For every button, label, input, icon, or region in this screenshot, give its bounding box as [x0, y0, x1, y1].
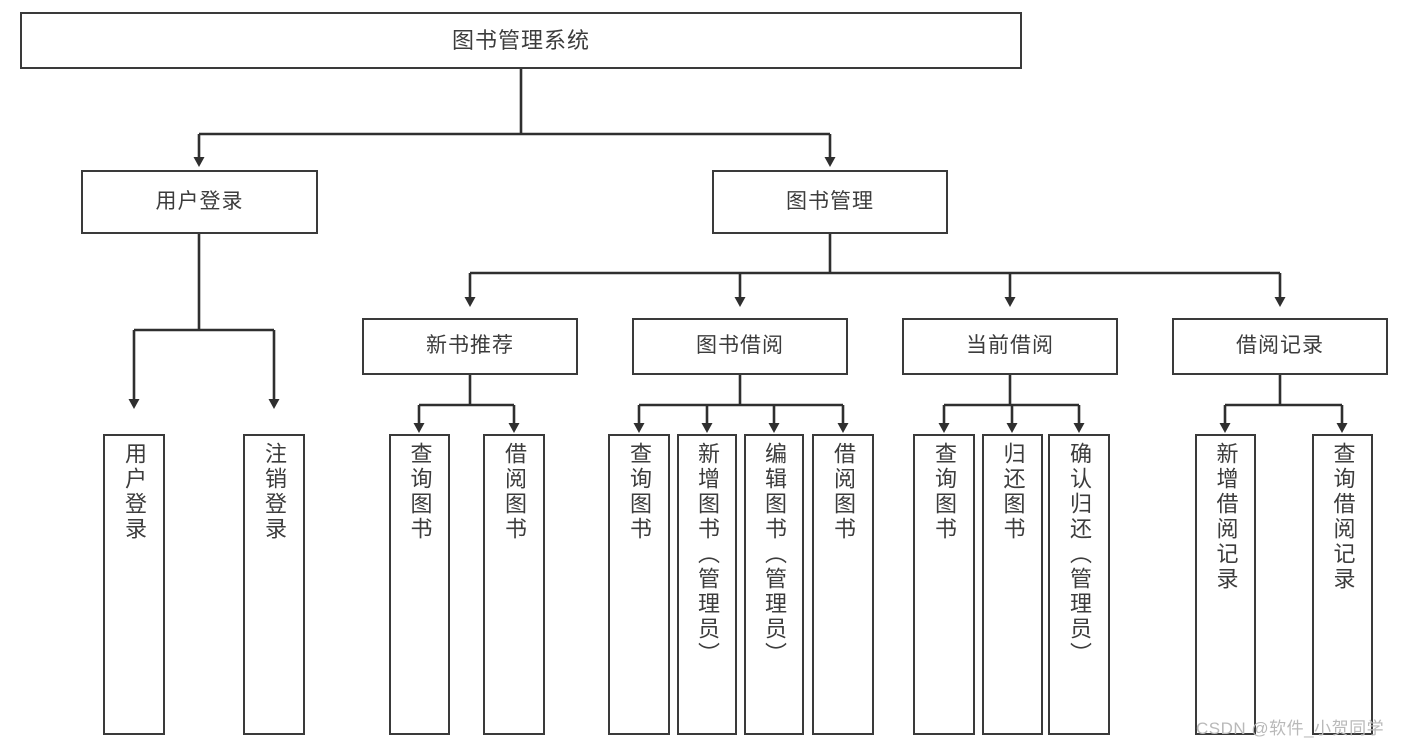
node-label: 归还图书 — [1000, 442, 1026, 542]
node-root-book-management-system[interactable]: 图书管理系统 — [20, 12, 1022, 69]
leaf-node-query-book-borrow[interactable]: 查询图书 — [608, 434, 670, 735]
leaf-node-query-book-recommend[interactable]: 查询图书 — [389, 434, 450, 735]
node-label: 借阅图书 — [831, 442, 856, 542]
leaf-node-query-borrow-record[interactable]: 查询借阅记录 — [1312, 434, 1373, 735]
leaf-node-edit-book-admin[interactable]: 编辑图书（管理员） — [744, 434, 804, 735]
leaf-node-return-book[interactable]: 归还图书 — [982, 434, 1043, 735]
node-label: 编辑图书（管理员） — [762, 442, 787, 667]
leaf-node-add-book-admin[interactable]: 新增图书（管理员） — [677, 434, 737, 735]
node-user-login[interactable]: 用户登录 — [81, 170, 318, 234]
leaf-node-query-book-current[interactable]: 查询图书 — [913, 434, 975, 735]
leaf-node-confirm-return-admin[interactable]: 确认归还（管理员） — [1048, 434, 1110, 735]
node-label: 当前借阅 — [966, 334, 1054, 358]
leaf-node-add-borrow-record[interactable]: 新增借阅记录 — [1195, 434, 1256, 735]
node-label: 新增图书（管理员） — [695, 442, 720, 667]
node-current-borrow[interactable]: 当前借阅 — [902, 318, 1118, 375]
node-label: 用户登录 — [122, 442, 147, 542]
node-label: 借阅记录 — [1236, 334, 1324, 358]
node-label: 注销登录 — [262, 442, 287, 542]
leaf-node-user-logout[interactable]: 注销登录 — [243, 434, 305, 735]
node-label: 查询图书 — [407, 442, 433, 542]
leaf-node-borrow-book-borrow[interactable]: 借阅图书 — [812, 434, 874, 735]
node-label: 图书管理系统 — [451, 27, 590, 53]
node-label: 查询借阅记录 — [1330, 442, 1356, 592]
node-label: 借阅图书 — [502, 442, 527, 542]
node-book-borrow[interactable]: 图书借阅 — [632, 318, 848, 375]
node-label: 查询图书 — [932, 442, 957, 542]
node-label: 查询图书 — [627, 442, 652, 542]
node-book-management[interactable]: 图书管理 — [712, 170, 948, 234]
watermark: CSDN @软件_小贺同学 — [1196, 719, 1385, 738]
node-borrow-record[interactable]: 借阅记录 — [1172, 318, 1388, 375]
node-label: 用户登录 — [155, 189, 244, 213]
leaf-node-borrow-book-recommend[interactable]: 借阅图书 — [483, 434, 545, 735]
node-new-book-recommend[interactable]: 新书推荐 — [362, 318, 578, 375]
leaf-node-user-login[interactable]: 用户登录 — [103, 434, 165, 735]
node-label: 确认归还（管理员） — [1067, 442, 1092, 667]
node-label: 新书推荐 — [426, 334, 514, 358]
node-label: 新增借阅记录 — [1213, 442, 1239, 592]
node-label: 图书管理 — [786, 189, 874, 213]
node-label: 图书借阅 — [696, 334, 784, 358]
